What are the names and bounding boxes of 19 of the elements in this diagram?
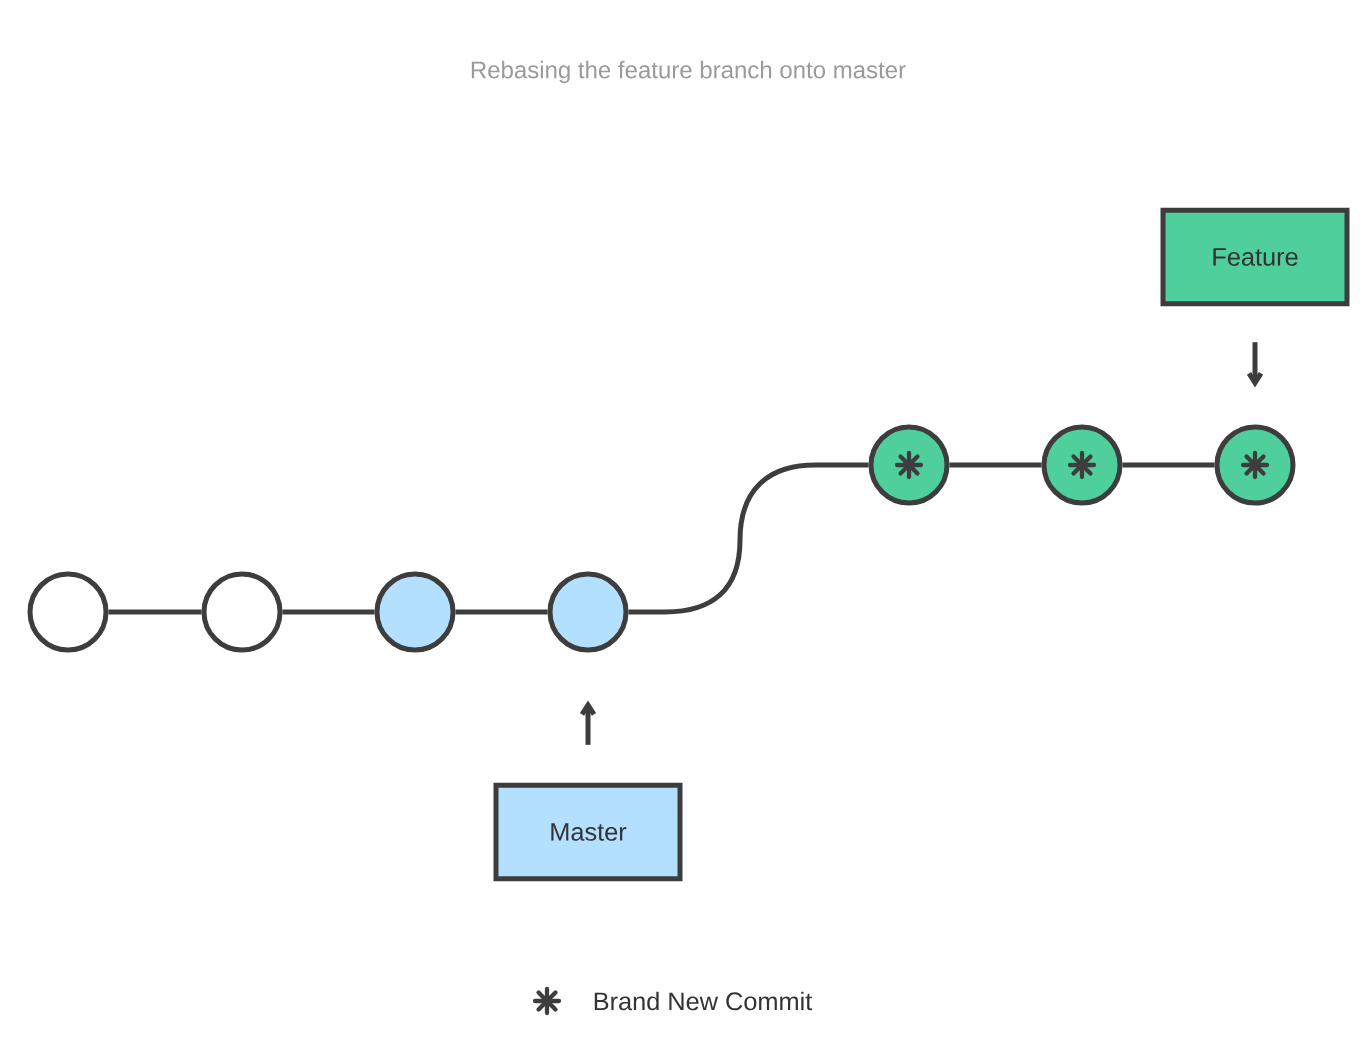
arrow xyxy=(1246,342,1264,388)
commit-circle xyxy=(1214,424,1296,506)
connector-line xyxy=(108,609,202,615)
legend-text: Brand New Commit xyxy=(594,991,813,1011)
branch-label-box: Feature xyxy=(1160,207,1350,307)
commit-circle xyxy=(27,571,109,653)
connector-line xyxy=(628,462,869,615)
commit-circle xyxy=(1041,424,1123,506)
arrow xyxy=(579,700,597,745)
commit-circle xyxy=(374,571,456,653)
commit-circle xyxy=(201,571,283,653)
connector-line xyxy=(949,462,1042,468)
title: Rebasing the feature branch onto master xyxy=(471,60,906,84)
connector-line xyxy=(455,609,548,615)
connector-line xyxy=(1122,462,1215,468)
connector-line xyxy=(282,609,375,615)
commit-circle xyxy=(547,571,629,653)
commit-circle xyxy=(868,424,950,506)
branch-label-box: Master xyxy=(493,782,683,882)
